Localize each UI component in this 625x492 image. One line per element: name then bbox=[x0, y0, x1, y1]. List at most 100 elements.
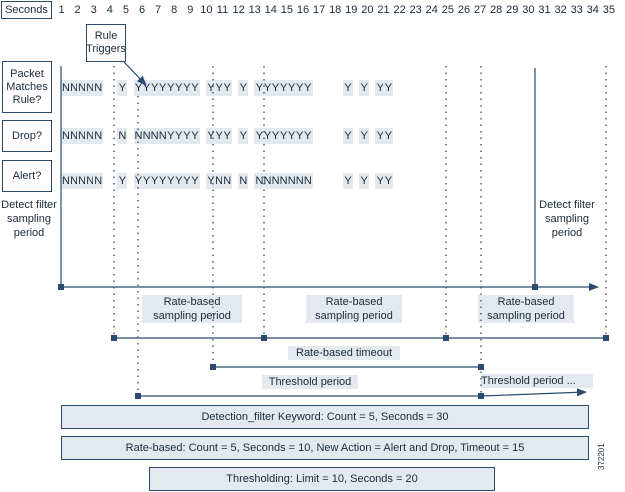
cell-row3-41: Y bbox=[383, 173, 394, 189]
cell-row2-5: N bbox=[93, 128, 104, 144]
cell-row1-20: Y bbox=[214, 80, 225, 96]
cell-row3-4: N bbox=[85, 173, 96, 189]
cell-row3-11: Y bbox=[141, 173, 152, 189]
cell-row3-31: N bbox=[302, 173, 313, 189]
second-27: 27 bbox=[473, 4, 487, 16]
cell-row2-19: Y bbox=[206, 128, 217, 144]
cell-row2-12: N bbox=[149, 128, 160, 144]
rate-based-summary: Rate-based: Count = 5, Seconds = 10, New… bbox=[61, 436, 589, 460]
second-3: 3 bbox=[90, 4, 97, 16]
cell-row1-29: Y bbox=[286, 80, 297, 96]
cell-row1-17: Y bbox=[189, 80, 200, 96]
cell-row3-23: N bbox=[238, 173, 249, 189]
cell-row3-26: N bbox=[262, 173, 273, 189]
second-6: 6 bbox=[138, 4, 146, 16]
second-20: 20 bbox=[361, 4, 374, 16]
rule-triggers-callout: Rule Triggers bbox=[86, 24, 126, 62]
marker-detect-restart bbox=[532, 284, 538, 290]
cell-row1-3: N bbox=[77, 80, 88, 96]
cell-row3-29: N bbox=[286, 173, 297, 189]
second-31: 31 bbox=[538, 4, 551, 16]
cell-row2-15: Y bbox=[173, 128, 184, 144]
cell-row3-17: Y bbox=[189, 173, 200, 189]
second-9: 9 bbox=[187, 4, 194, 16]
cell-row2-2: N bbox=[69, 128, 80, 144]
rate-timeout-label: Rate-based timeout bbox=[288, 346, 400, 360]
second-14: 14 bbox=[264, 4, 277, 16]
cell-row1-26: Y bbox=[262, 80, 273, 96]
cell-row1-40: Y bbox=[375, 80, 386, 96]
cell-row2-20: Y bbox=[214, 128, 225, 144]
cell-row1-19: Y bbox=[206, 80, 217, 96]
cell-row2-27: Y bbox=[270, 128, 281, 144]
marker-detect-start bbox=[58, 284, 64, 290]
cell-row1-13: Y bbox=[157, 80, 168, 96]
cell-row3-36: Y bbox=[343, 173, 354, 189]
cell-row1-14: Y bbox=[165, 80, 176, 96]
second-15: 15 bbox=[280, 4, 294, 16]
marker-rate-4 bbox=[603, 335, 609, 341]
cell-row3-12: Y bbox=[149, 173, 160, 189]
cell-row2-21: Y bbox=[222, 128, 233, 144]
second-1: 1 bbox=[58, 4, 65, 16]
cell-row1-5: N bbox=[93, 80, 104, 96]
second-2: 2 bbox=[74, 4, 81, 16]
cell-row2-30: Y bbox=[294, 128, 305, 144]
cell-row3-20: N bbox=[214, 173, 225, 189]
second-8: 8 bbox=[171, 4, 178, 16]
second-18: 18 bbox=[329, 4, 342, 16]
cell-row3-25: N bbox=[254, 173, 265, 189]
cell-row2-14: Y bbox=[165, 128, 176, 144]
cell-row3-3: N bbox=[77, 173, 88, 189]
cell-row2-26: Y bbox=[262, 128, 273, 144]
cell-row3-16: Y bbox=[181, 173, 192, 189]
cell-row2-17: Y bbox=[189, 128, 200, 144]
cell-row1-11: Y bbox=[141, 80, 152, 96]
cell-row1-27: Y bbox=[270, 80, 281, 96]
cell-row2-31: Y bbox=[302, 128, 313, 144]
cell-row1-8: Y bbox=[117, 80, 128, 96]
second-33: 33 bbox=[570, 4, 583, 16]
second-12: 12 bbox=[232, 4, 245, 16]
detection-filter-summary: Detection_filter Keyword: Count = 5, Sec… bbox=[61, 405, 589, 429]
second-34: 34 bbox=[586, 4, 599, 16]
thresholding-summary: Thresholding: Limit = 10, Seconds = 20 bbox=[149, 467, 495, 491]
second-23: 23 bbox=[409, 4, 422, 16]
marker-rate-3 bbox=[443, 335, 449, 341]
threshold-period-continued-label: Threshold period ... bbox=[481, 374, 593, 388]
cell-row3-1: N bbox=[61, 173, 71, 189]
cell-row1-23: Y bbox=[238, 80, 249, 96]
threshold-period-continued-line bbox=[481, 388, 587, 397]
cell-row2-23: Y bbox=[238, 128, 249, 144]
cell-row2-11: N bbox=[141, 128, 152, 144]
second-35: 35 bbox=[602, 4, 616, 16]
second-10: 10 bbox=[200, 4, 213, 16]
second-13: 13 bbox=[248, 4, 261, 16]
cell-row1-21: Y bbox=[222, 80, 233, 96]
cell-row3-40: Y bbox=[375, 173, 386, 189]
marker-rate-1 bbox=[111, 335, 117, 341]
cell-row2-41: Y bbox=[383, 128, 394, 144]
cell-row1-12: Y bbox=[149, 80, 160, 96]
second-25: 25 bbox=[441, 4, 455, 16]
marker-threshold-start bbox=[135, 393, 141, 399]
cell-row2-8: N bbox=[117, 128, 128, 144]
second-29: 29 bbox=[506, 4, 519, 16]
second-32: 32 bbox=[554, 4, 567, 16]
cell-row2-13: N bbox=[157, 128, 168, 144]
second-28: 28 bbox=[490, 4, 503, 16]
cell-row3-19: Y bbox=[206, 173, 217, 189]
cell-row3-21: N bbox=[222, 173, 233, 189]
cell-row1-10: Y bbox=[133, 80, 144, 96]
cell-row1-25: Y bbox=[254, 80, 265, 96]
rate-sampling-label-2: Rate-based sampling period bbox=[306, 295, 402, 323]
cell-row3-27: N bbox=[270, 173, 281, 189]
second-19: 19 bbox=[345, 4, 358, 16]
cell-row2-38: Y bbox=[359, 128, 370, 144]
second-26: 26 bbox=[457, 4, 471, 16]
second-24: 24 bbox=[425, 4, 438, 16]
cell-row3-38: Y bbox=[359, 173, 370, 189]
cell-row1-2: N bbox=[69, 80, 80, 96]
cell-row3-15: Y bbox=[173, 173, 184, 189]
cell-row2-3: N bbox=[77, 128, 88, 144]
